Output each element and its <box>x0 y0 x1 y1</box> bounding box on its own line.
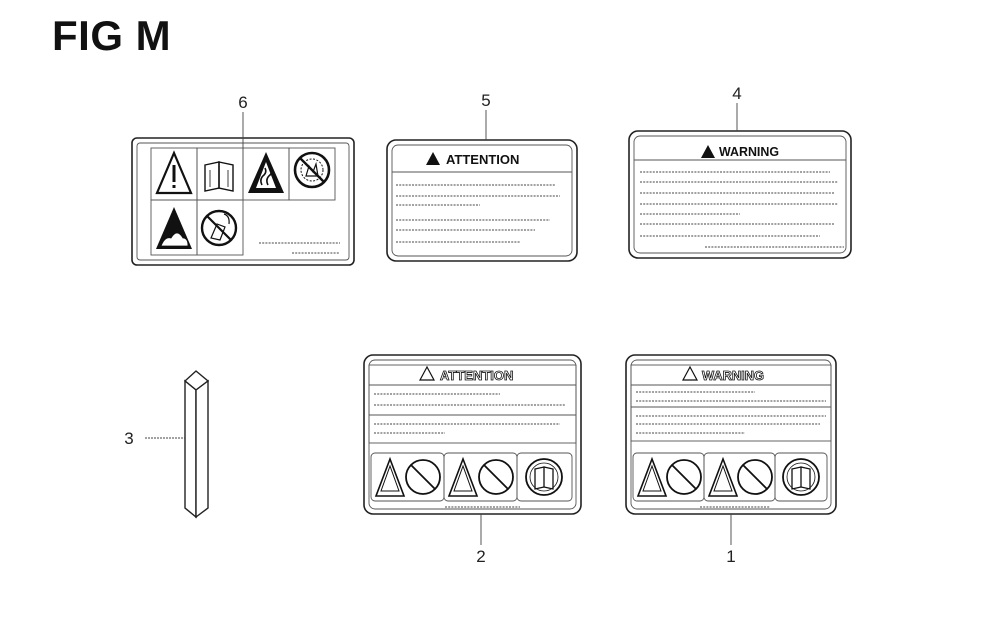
prohibited-icon <box>737 459 773 495</box>
strip-part-3 <box>183 370 210 519</box>
hazard-triangle-icon <box>447 456 479 497</box>
callout-4: 4 <box>732 84 741 103</box>
hazard-triangle-icon <box>707 456 739 497</box>
label-part-1: WARNING <box>625 354 837 515</box>
label-part-6 <box>131 137 355 266</box>
warning-header: WARNING <box>702 368 764 383</box>
no-flame-icon <box>293 151 331 189</box>
callout-1: 1 <box>726 547 735 566</box>
attention-header: ATTENTION <box>446 152 519 167</box>
prohibited-icon <box>478 459 514 495</box>
toxic-fumes-icon <box>156 207 192 249</box>
figure-title: FIG M <box>52 12 172 59</box>
attention-header: ATTENTION <box>440 368 513 383</box>
label-part-2: ATTENTION <box>363 354 582 515</box>
warning-triangle-icon <box>701 145 715 158</box>
hot-surface-icon <box>248 152 284 193</box>
manual-book-icon <box>782 458 820 496</box>
manual-book-icon <box>525 458 563 496</box>
callout-2: 2 <box>476 547 485 566</box>
warning-triangle-icon <box>418 365 436 381</box>
callout-5: 5 <box>481 91 490 110</box>
warning-header: WARNING <box>719 144 779 159</box>
label-part-4: WARNING <box>628 130 852 259</box>
prohibited-icon <box>666 459 702 495</box>
manual-book-icon <box>204 161 234 192</box>
warning-triangle-icon <box>155 150 193 195</box>
no-refuel-icon <box>200 209 238 247</box>
hazard-triangle-icon <box>374 456 406 497</box>
prohibited-icon <box>405 459 441 495</box>
warning-triangle-icon <box>681 365 699 381</box>
label-part-5: ATTENTION <box>386 139 578 262</box>
callout-3: 3 <box>124 429 133 448</box>
hazard-triangle-icon <box>636 456 668 497</box>
warning-triangle-icon <box>426 152 440 165</box>
callout-6: 6 <box>238 93 247 112</box>
